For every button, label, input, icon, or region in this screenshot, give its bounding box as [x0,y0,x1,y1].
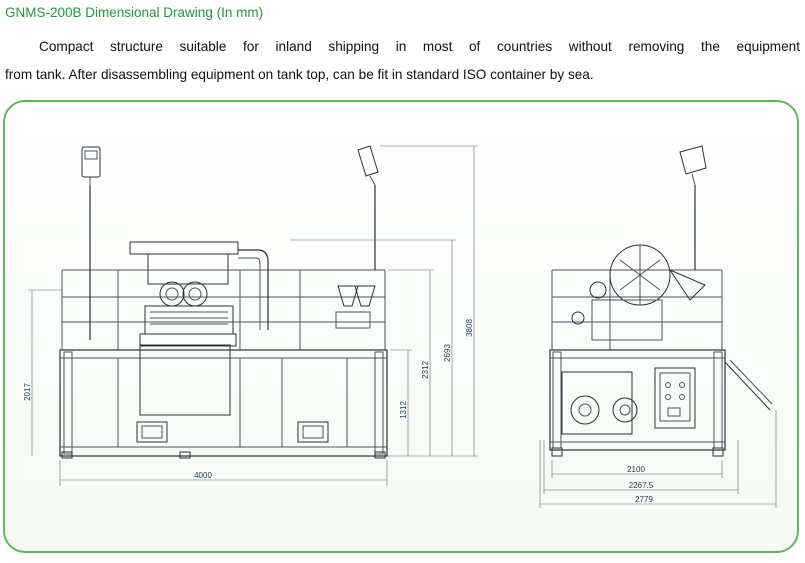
dim-2100-label: 2100 [627,465,645,474]
side-view [549,145,773,457]
dimension-lines [28,145,777,508]
dim-2312-label: 2312 [421,361,430,379]
description: Compact structure suitable for inland sh… [5,33,800,89]
drawing-title: GNMS-200B Dimensional Drawing (In mm) [5,5,264,20]
description-line-2: from tank. After disassembling equipment… [5,67,594,82]
dim-3808-label: 3808 [465,319,474,337]
dim-2779-label: 2779 [635,495,653,504]
description-line-1: Compact structure suitable for inland sh… [39,39,800,54]
dim-2267-label: 2267.5 [629,481,654,490]
front-view [59,145,388,459]
dim-2017-label: 2017 [23,383,32,401]
dim-2693-label: 2693 [443,344,452,362]
drawing-panel [3,100,799,553]
dim-length-label: 4000 [194,471,212,480]
dim-1312-label: 1312 [399,401,408,419]
